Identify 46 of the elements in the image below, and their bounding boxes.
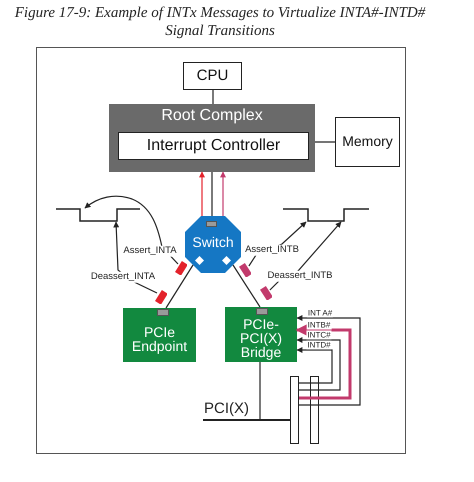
connector-line xyxy=(315,141,335,143)
figure-title: Figure 17-9: Example of INTx Messages to Virtualize INTA#-INTD# Signal Transitions xyxy=(14,4,426,40)
root-complex-box xyxy=(109,104,315,172)
connector-line xyxy=(211,172,213,216)
box-label: PCIe-PCI(X) Bridge xyxy=(239,317,283,359)
box-label: PCIe Endpoint xyxy=(130,324,188,352)
connector-line xyxy=(259,362,261,419)
bus-line xyxy=(203,419,290,421)
edge-label: INTB# xyxy=(306,320,332,330)
edge-label: Assert_INTA xyxy=(122,246,178,256)
arrow xyxy=(296,322,352,400)
memory-box xyxy=(335,117,400,167)
box-label: Switch xyxy=(192,235,234,251)
arrow xyxy=(199,171,205,216)
edge-label: INTD# xyxy=(306,340,332,350)
message-packet xyxy=(174,260,188,276)
connector-line xyxy=(212,90,214,104)
edge-label: Deassert_INTB xyxy=(266,270,334,282)
arrow xyxy=(220,171,226,216)
box-label: CPU xyxy=(196,68,228,84)
expansion-slot xyxy=(290,376,299,444)
edge-label: Assert_INTB xyxy=(244,244,300,256)
signal-waveform xyxy=(56,208,140,222)
edge-label: INTC# xyxy=(306,330,332,340)
arrow xyxy=(296,347,333,384)
arrow xyxy=(84,196,178,264)
connector-line xyxy=(166,264,194,308)
cpu-box xyxy=(183,62,242,90)
bridge-box xyxy=(225,307,297,362)
message-packet xyxy=(154,290,168,304)
bus-label: PCI(X) xyxy=(204,400,249,417)
box-label: Memory xyxy=(342,134,393,150)
signal-waveform xyxy=(283,208,369,222)
box-label: Root Complex xyxy=(161,107,263,125)
edge-label: INT A# xyxy=(306,308,334,318)
box-label: Interrupt Controller xyxy=(146,137,280,155)
controller-box xyxy=(118,132,309,160)
message-packet xyxy=(260,286,272,300)
message-packet xyxy=(238,262,252,278)
endpoint-box xyxy=(123,308,196,362)
connector-line xyxy=(232,264,260,308)
arrow xyxy=(296,315,361,406)
edge-label: Deassert_INTA xyxy=(90,272,156,282)
expansion-slot xyxy=(310,376,319,444)
switch-octagon xyxy=(185,216,241,273)
arrow xyxy=(296,337,341,391)
